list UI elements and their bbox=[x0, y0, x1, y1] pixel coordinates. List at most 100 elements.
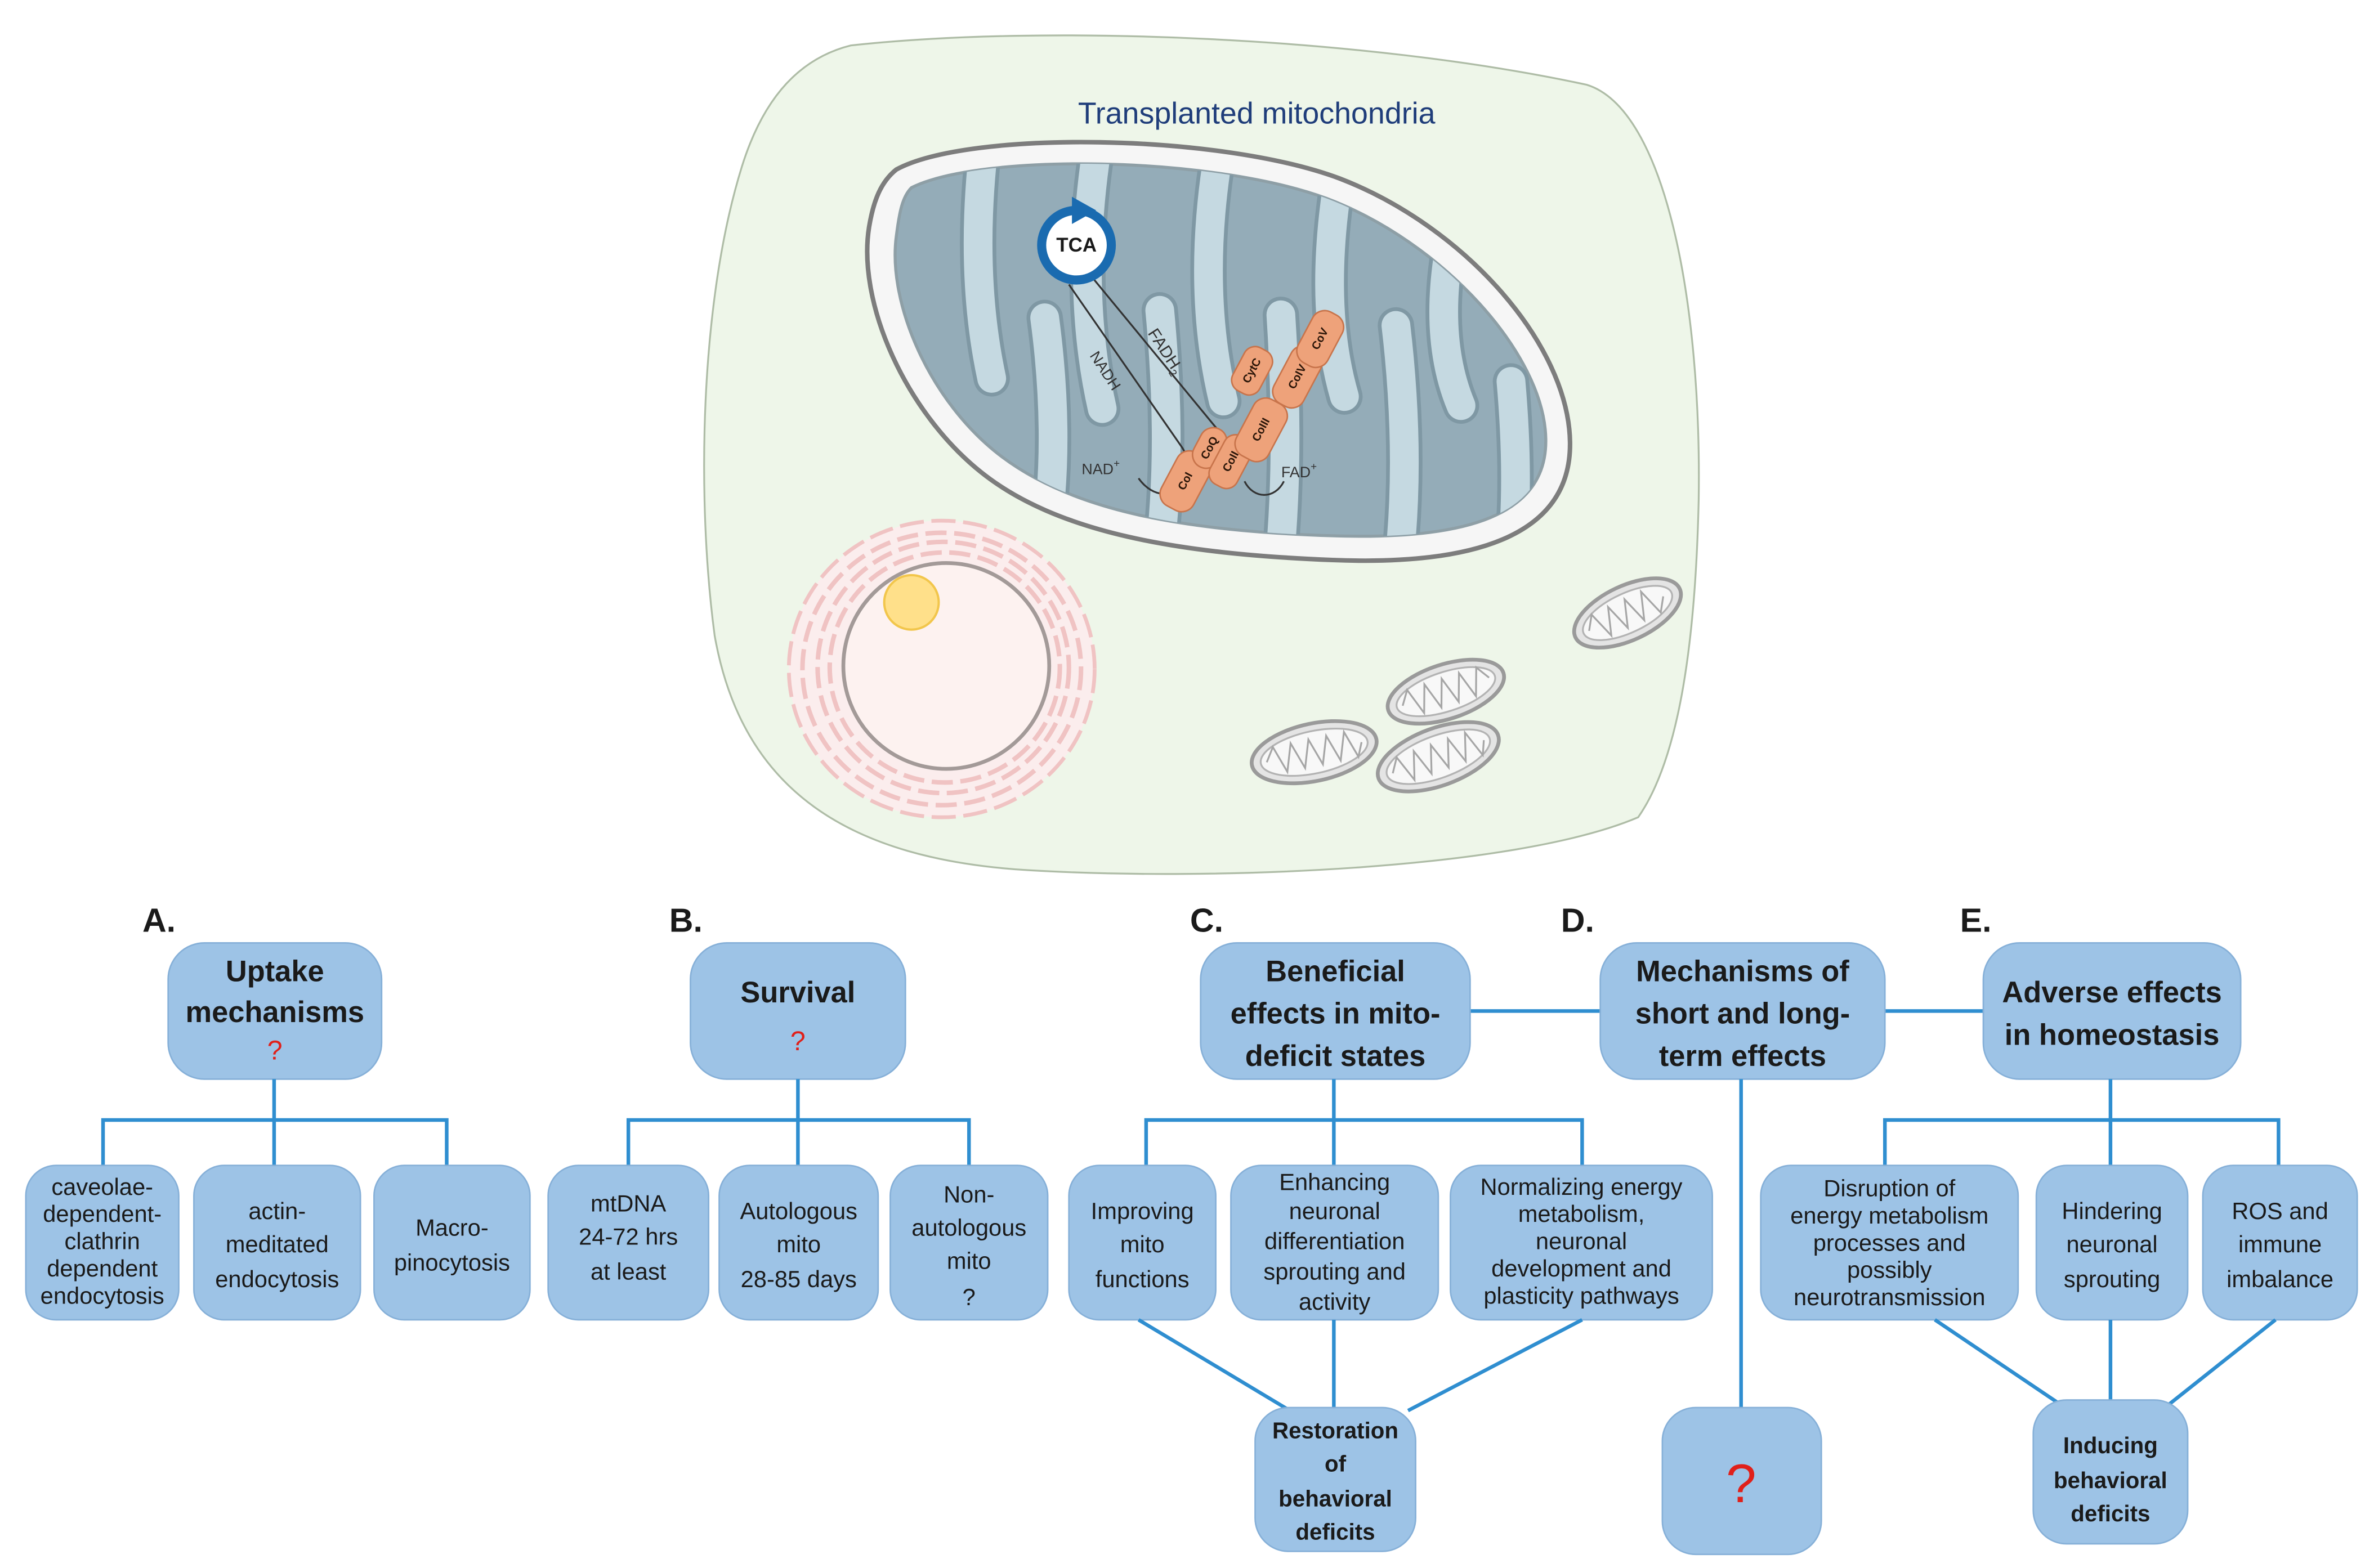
panel-a-heading-line-2: mechanisms bbox=[185, 996, 364, 1029]
panel-b-child-1-box bbox=[547, 1164, 710, 1321]
panel-e-child-3-line-3: imbalance bbox=[2227, 1266, 2333, 1292]
panel-e-child-1-box bbox=[1760, 1164, 2019, 1321]
panel-c-letter: C. bbox=[1190, 902, 1223, 939]
panel-b-child-3-box bbox=[889, 1164, 1049, 1321]
panel-a-child-3-line-1: Macro- bbox=[415, 1214, 489, 1240]
panel-c-child-1-line-2: mito bbox=[1120, 1231, 1165, 1257]
panel-b-child-3-line-3: mito bbox=[947, 1248, 991, 1274]
panel-c-outcome-line-2: of bbox=[1325, 1450, 1347, 1476]
panel-a-child-2-line-1: actin- bbox=[248, 1198, 306, 1224]
panel-e-converge-connector bbox=[1934, 1318, 2277, 1409]
panel-b-tree-connector bbox=[626, 1079, 971, 1166]
panel-a-child-3-line-2: pinocytosis bbox=[394, 1249, 510, 1275]
panel-b-heading-line-1: Survival bbox=[740, 976, 855, 1009]
panel-c-tree-connector bbox=[1144, 1079, 1584, 1166]
fad-label: FAD+ bbox=[1281, 460, 1317, 481]
panel-d-outcome-box bbox=[1661, 1406, 1822, 1556]
panel-b-child-2-line-1: Autologous bbox=[740, 1198, 857, 1224]
panel-e-letter: E. bbox=[1960, 902, 1992, 939]
panel-d-outcome-question-mark: ? bbox=[1726, 1453, 1756, 1514]
panel-b-child-2-line-3: 28-85 days bbox=[741, 1266, 857, 1292]
panel-b-heading-box bbox=[690, 942, 906, 1080]
panel-c-child-2-line-2: neuronal bbox=[1289, 1198, 1380, 1224]
panel-c-child-1-box bbox=[1068, 1164, 1217, 1321]
panel-a-question-mark: ? bbox=[267, 1035, 283, 1065]
panel-c-heading-line-3: deficit states bbox=[1245, 1040, 1425, 1073]
nad-label-sup: + bbox=[1114, 458, 1120, 469]
panel-e-child-1-line-2: energy metabolism bbox=[1790, 1202, 1988, 1229]
complex-v: CoV bbox=[1296, 310, 1345, 369]
panel-b-child-3-line-2: autologous bbox=[911, 1214, 1026, 1240]
panel-e-child-2-line-1: Hindering bbox=[2062, 1198, 2162, 1224]
panel-c-child-3-line-5: plasticity pathways bbox=[1483, 1282, 1679, 1309]
panel-c-child-2-line-1: Enhancing bbox=[1279, 1169, 1390, 1195]
panel-a-child-2-line-3: endocytosis bbox=[215, 1266, 339, 1292]
panel-d-letter: D. bbox=[1561, 902, 1594, 939]
tca-cycle: TCA bbox=[1037, 196, 1116, 285]
panel-d-heading-line-1: Mechanisms of bbox=[1636, 955, 1849, 988]
panel-e-child-2-line-2: neuronal bbox=[2066, 1231, 2157, 1257]
panel-c-child-3-line-2: metabolism, bbox=[1518, 1200, 1645, 1227]
fad-label-main: FAD bbox=[1281, 464, 1311, 481]
panel-e-child-3-line-2: immune bbox=[2238, 1231, 2322, 1257]
panel-a-child-1-line-2: dependent- bbox=[43, 1200, 162, 1227]
small-mitochondrion-3 bbox=[1250, 719, 1379, 786]
panel-e-child-3-box bbox=[2202, 1164, 2358, 1321]
transplanted-mitochondrion: NADH FADH2 NAD+ FAD+ TCA CoI CoQ CoII bbox=[865, 140, 1572, 563]
panel-b-question-mark: ? bbox=[790, 1026, 806, 1056]
tca-label: TCA bbox=[1056, 234, 1097, 256]
er-ring-2 bbox=[800, 530, 1084, 808]
er-ring-4 bbox=[827, 550, 1062, 785]
panel-b-child-3-line-4: ? bbox=[963, 1284, 976, 1310]
nucleolus bbox=[883, 574, 940, 631]
panel-e-child-1-line-1: Disruption of bbox=[1823, 1175, 1955, 1202]
cell-title: Transplanted mitochondria bbox=[1078, 97, 1436, 131]
panel-e-outcome-line-2: behavioral bbox=[2054, 1467, 2167, 1493]
panel-c-outcome-line-4: deficits bbox=[1295, 1518, 1375, 1544]
panel-c-heading-line-1: Beneficial bbox=[1266, 955, 1405, 988]
panel-b-child-2-line-2: mito bbox=[776, 1231, 821, 1257]
panel-b-child-2-box bbox=[718, 1164, 879, 1321]
complex-iii: CoIII bbox=[1234, 397, 1289, 463]
small-mitochondrion-1 bbox=[1572, 576, 1683, 650]
panel-c-outcome-line-3: behavioral bbox=[1278, 1485, 1392, 1511]
panel-c-child-3-line-3: neuronal bbox=[1536, 1228, 1627, 1255]
panel-d: D. Mechanisms of short and long- term ef… bbox=[1561, 902, 1886, 1556]
panel-c-converge-connector bbox=[1137, 1318, 1583, 1413]
panel-a-heading-line-1: Uptake bbox=[226, 955, 324, 988]
panel-e-heading-line-2: in homeostasis bbox=[2005, 1019, 2220, 1051]
panel-e-tree-connector bbox=[1883, 1079, 2281, 1166]
panel-b-child-3-line-1: Non- bbox=[944, 1181, 994, 1207]
panel-c-child-2-line-4: sprouting and bbox=[1263, 1258, 1406, 1284]
panel-b-child-1-line-2: 24-72 hrs bbox=[579, 1224, 678, 1250]
panel-e-outcome-line-1: Inducing bbox=[2063, 1432, 2158, 1458]
small-mitochondrion-2 bbox=[1385, 657, 1506, 726]
flowchart: A. Uptake mechanisms ? caveolae- depende… bbox=[25, 902, 2358, 1556]
panel-c-child-1-line-3: functions bbox=[1096, 1266, 1190, 1292]
panel-b-child-1-line-3: at least bbox=[591, 1258, 667, 1284]
panel-a-child-1-box bbox=[25, 1164, 180, 1321]
panel-a-child-3-box bbox=[373, 1164, 531, 1321]
panel-e-heading-box bbox=[1982, 942, 2242, 1080]
panel-a-child-2-box bbox=[193, 1164, 361, 1321]
panel-e-outcome-box bbox=[2032, 1399, 2189, 1545]
panel-a-letter: A. bbox=[142, 902, 176, 939]
panel-e-child-1-line-3: processes and bbox=[1813, 1229, 1966, 1256]
panel-c-child-2-line-3: differentiation bbox=[1264, 1228, 1405, 1255]
panel-b-letter: B. bbox=[669, 902, 703, 939]
panel-b-child-1-line-1: mtDNA bbox=[591, 1190, 666, 1216]
panel-a-child-1-line-5: endocytosis bbox=[41, 1282, 164, 1309]
panel-c-child-1-line-1: Improving bbox=[1091, 1198, 1194, 1224]
cytochrome-c: CytC bbox=[1231, 346, 1273, 396]
fad-label-sup: + bbox=[1311, 460, 1317, 472]
panel-c-child-3-line-1: Normalizing energy bbox=[1481, 1173, 1683, 1200]
panel-e-child-2-line-3: sprouting bbox=[2064, 1266, 2160, 1292]
nad-label: NAD+ bbox=[1081, 458, 1120, 478]
panel-e-heading-line-1: Adverse effects bbox=[2002, 976, 2221, 1009]
panel-c-child-3-line-4: development and bbox=[1491, 1255, 1671, 1282]
cell-illustration: Transplanted mitochondria bbox=[703, 34, 1700, 875]
panel-e-child-3-line-1: ROS and bbox=[2232, 1198, 2328, 1224]
nad-label-main: NAD bbox=[1081, 461, 1114, 478]
panel-e: E. Adverse effects in homeostasis Disrup… bbox=[1760, 902, 2358, 1545]
panel-d-heading-line-2: short and long- bbox=[1635, 998, 1850, 1031]
